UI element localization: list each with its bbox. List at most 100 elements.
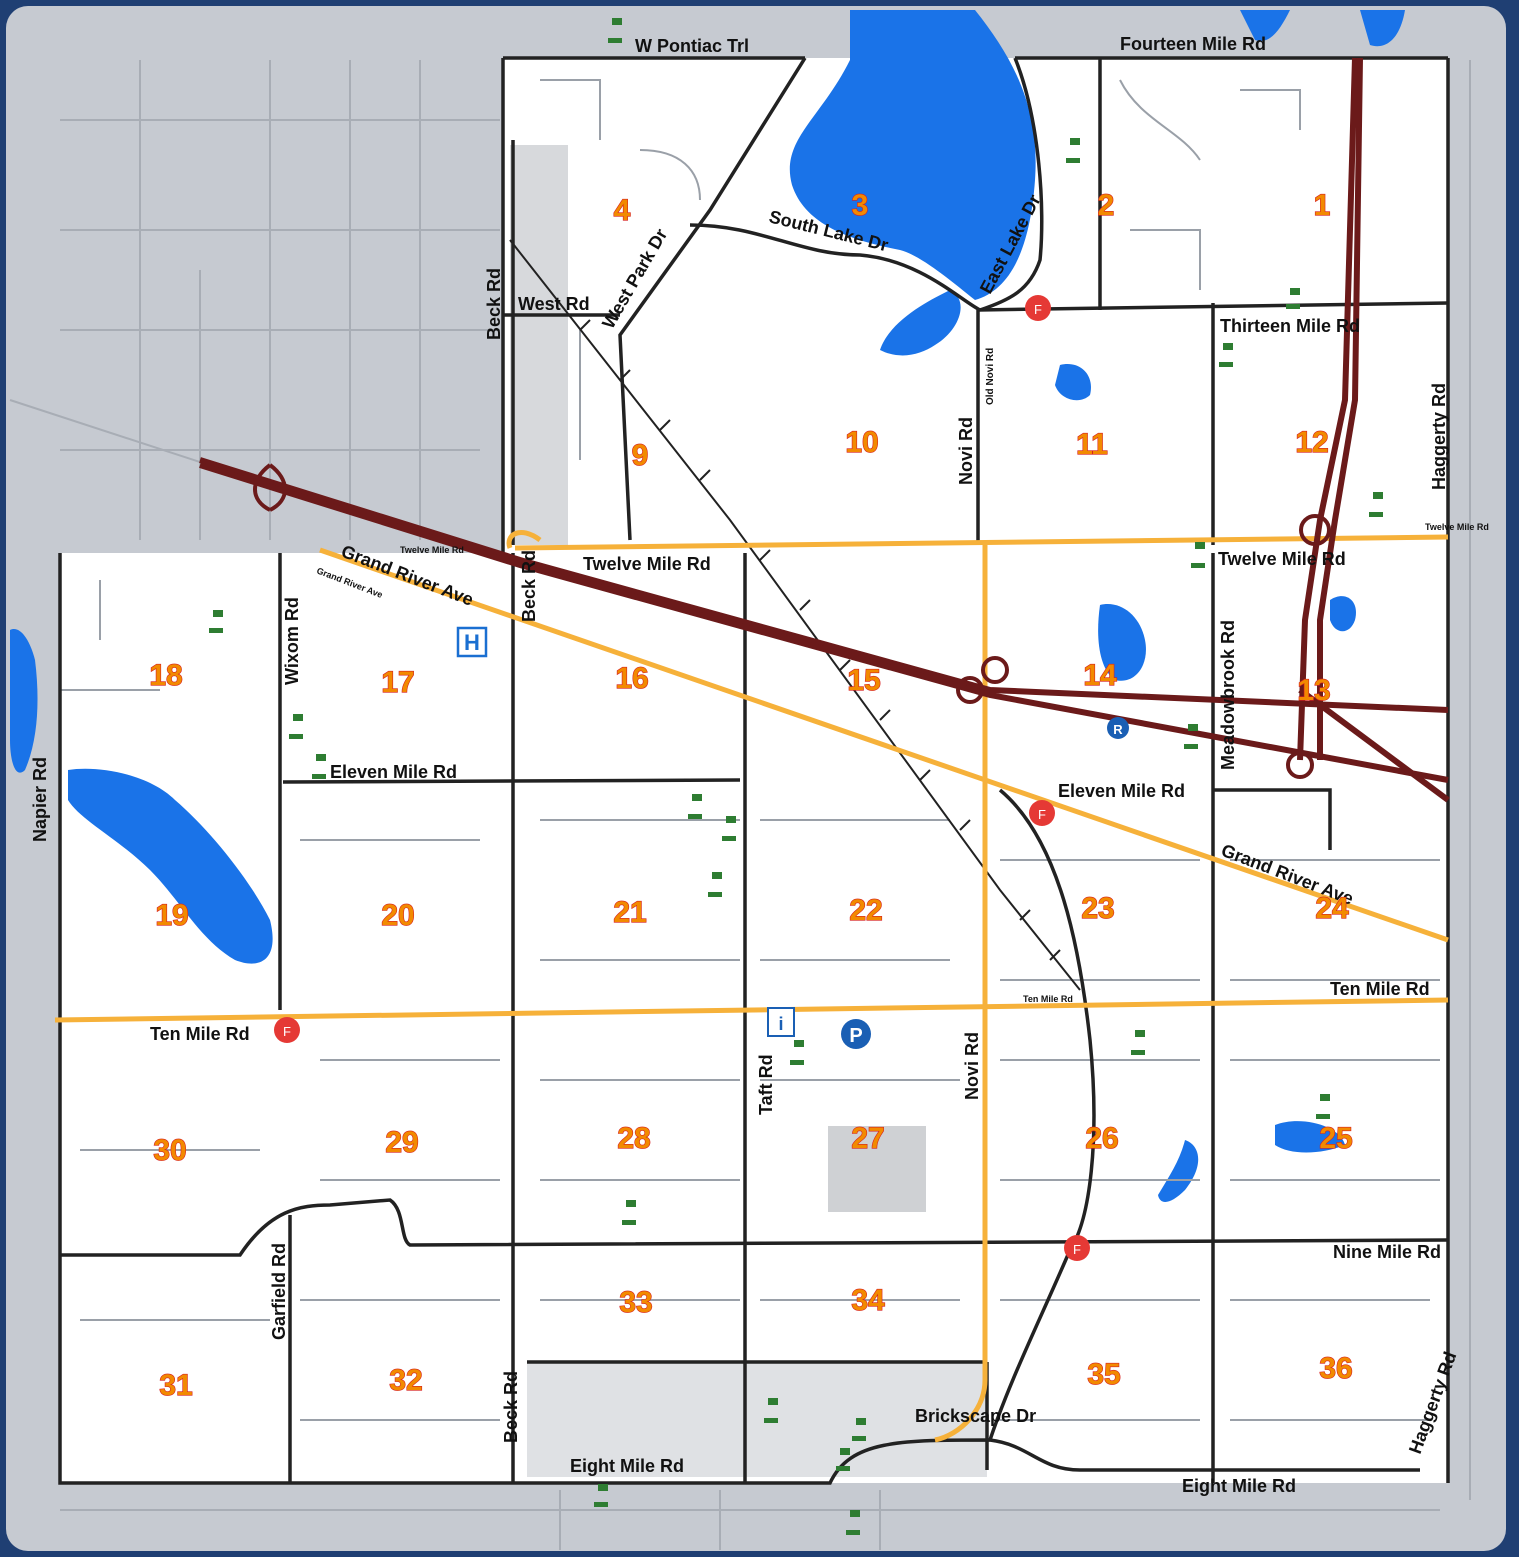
freeway-ramp-east <box>1298 687 1450 803</box>
section-number-28: 28 <box>617 1122 650 1155</box>
novi-road-main <box>934 545 988 1443</box>
parking-label: P <box>849 1025 862 1047</box>
section-number-30: 30 <box>153 1134 186 1167</box>
rest-area-label: R <box>1113 722 1123 737</box>
section-number-26: 26 <box>1085 1122 1118 1155</box>
lake-west-of-novi <box>880 290 961 356</box>
section-number-23: 23 <box>1081 892 1114 925</box>
eleven-mile-road-east-label: Eleven Mile Rd <box>1058 781 1185 801</box>
fire-label: F <box>283 1024 291 1039</box>
park-flag-icons <box>209 18 1383 1535</box>
west-road-label: West Rd <box>518 294 590 314</box>
old-novi-road-label: Old Novi Rd <box>985 348 996 405</box>
section-number-29: 29 <box>385 1126 418 1159</box>
ten-mile-road-main <box>54 997 1449 1023</box>
hospital-icon: H <box>456 626 488 658</box>
twelve-mile-road-east-label: Twelve Mile Rd <box>1218 549 1346 569</box>
arterial-roads <box>58 56 1450 1485</box>
haggerty-road-north-label: Haggerty Rd <box>1429 383 1449 490</box>
lakes-north-east <box>1240 10 1405 47</box>
thirteen-mile-road-label: Thirteen Mile Rd <box>1220 316 1360 336</box>
eight-mile-road-line <box>750 1438 1420 1485</box>
rest-area-icon: R <box>1107 717 1129 739</box>
major-roads <box>54 530 1449 1443</box>
twelve-mile-road-label: Twelve Mile Rd <box>583 554 711 574</box>
twelve-mile-road-main <box>514 534 1449 551</box>
novi-road-north-label: Novi Rd <box>956 417 976 485</box>
section-number-31: 31 <box>159 1369 192 1402</box>
section-number-27: 27 <box>851 1122 884 1155</box>
western-parcel <box>510 145 568 545</box>
i275-loop-north <box>1299 514 1331 546</box>
section-number-32: 32 <box>389 1364 422 1397</box>
twelve-mile-small-east-label: Twelve Mile Rd <box>1425 522 1489 532</box>
section-number-35: 35 <box>1087 1358 1120 1391</box>
southern-development <box>527 1362 987 1477</box>
ten-mile-road-west-label: Ten Mile Rd <box>150 1024 250 1044</box>
svg-text:i: i <box>778 1014 783 1034</box>
section-number-1: 1 <box>1314 189 1331 222</box>
eight-mile-road-west-label: Eight Mile Rd <box>570 1456 684 1476</box>
nine-mile-road-label: Nine Mile Rd <box>1333 1242 1441 1262</box>
section-number-9: 9 <box>632 439 649 472</box>
meadowbrook-road-label: Meadowbrook Rd <box>1218 620 1238 770</box>
east-lake-drive-line <box>979 57 1044 312</box>
section-number-18: 18 <box>149 659 182 692</box>
west-interchange <box>253 463 287 512</box>
eight-mile-road-east-label: Eight Mile Rd <box>1182 1476 1296 1496</box>
section-number-16: 16 <box>615 662 648 695</box>
i-96-freeway-2 <box>199 462 1449 783</box>
beck-road-south-label: Beck Rd <box>501 1371 521 1443</box>
fire-station-icon: F <box>274 1017 300 1043</box>
i-275-freeway <box>1297 57 1363 761</box>
i275-loop-south <box>1286 751 1314 779</box>
section-number-36: 36 <box>1319 1352 1352 1385</box>
section-number-17: 17 <box>381 666 414 699</box>
railroad <box>509 239 1081 991</box>
garfield-road-label: Garfield Rd <box>269 1243 289 1340</box>
fire-station-icon: F <box>1029 800 1055 826</box>
west-park-drive-line <box>618 57 807 541</box>
section-line-23-24 <box>1213 788 1332 850</box>
section-number-10: 10 <box>845 426 878 459</box>
pond-section-11 <box>1055 364 1091 401</box>
lake-west-edge <box>10 629 38 773</box>
section-number-24: 24 <box>1315 892 1349 925</box>
twelve-mile-connector <box>506 530 542 549</box>
lake-section-19 <box>68 768 273 964</box>
railroad-south-road <box>988 788 1096 1441</box>
section-number-34: 34 <box>851 1284 885 1317</box>
fire-label: F <box>1038 807 1046 822</box>
napier-road-label: Napier Rd <box>30 757 50 842</box>
section-number-20: 20 <box>381 899 414 932</box>
freeways <box>199 57 1450 803</box>
section-number-3: 3 <box>852 189 869 222</box>
novi-road-south-label: Novi Rd <box>962 1032 982 1100</box>
brickscape-drive-label: Brickscape Dr <box>915 1406 1036 1426</box>
map-symbols: H F F F F P R i <box>209 18 1383 1535</box>
grand-river-avenue <box>319 547 1449 943</box>
beck-road-mid-label: Beck Rd <box>519 550 539 622</box>
walled-lake <box>789 10 1036 300</box>
water-bodies <box>10 10 1405 1202</box>
beck-road-north-label: Beck Rd <box>484 268 504 340</box>
information-icon: i <box>767 1007 795 1037</box>
fourteen-mile-road-label: Fourteen Mile Rd <box>1120 34 1266 54</box>
section-number-19: 19 <box>155 899 188 932</box>
local-streets <box>60 79 1440 1421</box>
section-number-21: 21 <box>613 896 646 929</box>
section-number-15: 15 <box>847 664 880 697</box>
pond-section-26 <box>1158 1140 1199 1202</box>
pond-section-13 <box>1330 596 1356 632</box>
i-96-freeway <box>199 457 1449 713</box>
w-pontiac-trl-label: W Pontiac Trl <box>635 36 749 56</box>
taft-road-label: Taft Rd <box>756 1054 776 1115</box>
city-area <box>60 58 1448 1483</box>
section-number-11: 11 <box>1076 428 1108 461</box>
hospital-label: H <box>464 630 480 655</box>
nine-mile-road-line <box>60 1198 1449 1257</box>
fire-label: F <box>1073 1242 1081 1257</box>
ten-mile-small-label: Ten Mile Rd <box>1023 994 1073 1004</box>
